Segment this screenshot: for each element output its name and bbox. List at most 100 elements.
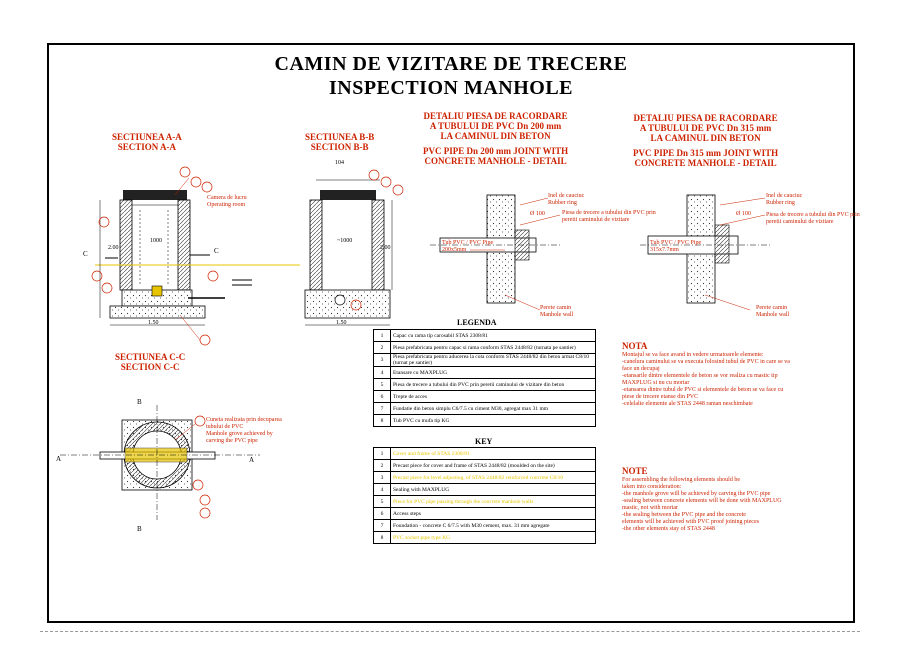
- note-title: NOTE: [622, 466, 648, 476]
- legend-row-number: 7: [373, 402, 391, 415]
- key-row-text: Access steps: [390, 507, 596, 520]
- legend-row-number: 5: [373, 378, 391, 391]
- annotation-d100-200: Ø 100: [530, 211, 545, 217]
- nota-line: face un decupaj: [622, 366, 660, 372]
- detail-200-drawing: [430, 194, 561, 311]
- legend-title: LEGENDA: [457, 318, 497, 327]
- note-line: elements will be achieved with PVC proof…: [622, 519, 759, 525]
- key-row-number: 3: [373, 471, 391, 484]
- nota-line: -canelura caminului se va executa folosi…: [622, 359, 790, 365]
- key-title: KEY: [475, 437, 493, 446]
- legend-row-number: 2: [373, 341, 391, 354]
- legend-row-text: Tub PVC cu mufa tip KG: [390, 414, 596, 427]
- legend-row-text: Fundatie din beton simplu C6/7.5 cu cime…: [390, 402, 596, 415]
- dim-150-bb: 1.50: [336, 320, 347, 326]
- legend-row-number: 6: [373, 390, 391, 403]
- dim-200-aa: 2.00: [108, 245, 119, 251]
- dim-h-bb: ~1000: [337, 238, 353, 244]
- detail-315-drawing: [640, 194, 770, 311]
- key-row-text: Precast piece for level adjusting, of ST…: [390, 471, 596, 484]
- key-row-text: Foundation - concrete C 6/7.5 with M30 c…: [390, 519, 596, 532]
- note-text: For assembling the following elements sh…: [622, 477, 842, 533]
- legend-row-text: Etansare cu MAXPLUG: [390, 366, 596, 379]
- key-row-text: Precast piece for cover and frame of STA…: [390, 459, 596, 472]
- dim-200-bb: 2.00: [380, 245, 391, 251]
- legend-row-text: Trepte de acces: [390, 390, 596, 403]
- note-line: taken into consideration:: [622, 484, 682, 490]
- key-row-number: 2: [373, 459, 391, 472]
- marker-b-top: B: [137, 398, 142, 406]
- key-row-text: Cover and frame of STAS 2308/81: [390, 447, 596, 460]
- note-line: mastic, not with mortar: [622, 505, 678, 511]
- key-row-text: Piece for PVC pipe passing through the c…: [390, 495, 596, 508]
- nota-line: piese de trecere etanse din PVC: [622, 394, 699, 400]
- note-line: -the manhole grove will be achieved by c…: [622, 491, 771, 497]
- nota-line: Montajul se va face avand in vedere urma…: [622, 352, 764, 358]
- legend-row-number: 3: [373, 353, 391, 367]
- title-romanian: CAMIN DE VIZITARE DE TRECERE: [274, 53, 628, 75]
- key-row-number: 8: [373, 531, 391, 544]
- marker-c-left: C: [83, 250, 88, 258]
- nota-title: NOTA: [622, 341, 648, 351]
- title-english: INSPECTION MANHOLE: [328, 77, 574, 99]
- section-cc-drawing: [60, 405, 260, 520]
- legend-row-text: Capac cu rama tip carosabil STAS 2308/81: [390, 329, 596, 342]
- nota-line: -etansarile dintre elementele de beton s…: [622, 373, 778, 379]
- key-row-number: 7: [373, 519, 391, 532]
- note-line: -sealing between concrete elements will …: [622, 498, 782, 504]
- note-line: For assembling the following elements sh…: [622, 477, 740, 483]
- legend-row-text: Piesa de trecere a tubului din PVC prin …: [390, 378, 596, 391]
- bottom-dashed-line: [40, 631, 860, 632]
- nota-line: -etansarea dintre tubul de PVC si elemen…: [622, 387, 784, 393]
- marker-a-left: A: [56, 455, 62, 463]
- legend-row-number: 1: [373, 329, 391, 342]
- section-aa-drawing: [91, 166, 300, 346]
- nota-line: MAXPLUG si nu cu mortar: [622, 380, 690, 386]
- legend-row-text: Piesa prefabricata pentru capac si rama …: [390, 341, 596, 354]
- note-line: -the sealing between the PVC pipe and th…: [622, 512, 746, 518]
- key-row-number: 5: [373, 495, 391, 508]
- marker-a-right: A: [249, 456, 255, 464]
- key-row-number: 1: [373, 447, 391, 460]
- dim-104-bb: 104: [335, 160, 344, 166]
- section-bb-drawing: [304, 169, 404, 326]
- nota-line: -celelalte elemente ale STAS 2448 raman …: [622, 401, 753, 407]
- key-row-number: 4: [373, 483, 391, 496]
- legend-row-number: 4: [373, 366, 391, 379]
- marker-b-bottom: B: [137, 525, 142, 533]
- annotation-d100-315: Ø 100: [736, 211, 751, 217]
- dim-150-aa: 1.50: [148, 320, 159, 326]
- note-line: -the other elements stay of STAS 2448: [622, 526, 715, 532]
- key-row-text: PVC socket pipe type KG: [390, 531, 596, 544]
